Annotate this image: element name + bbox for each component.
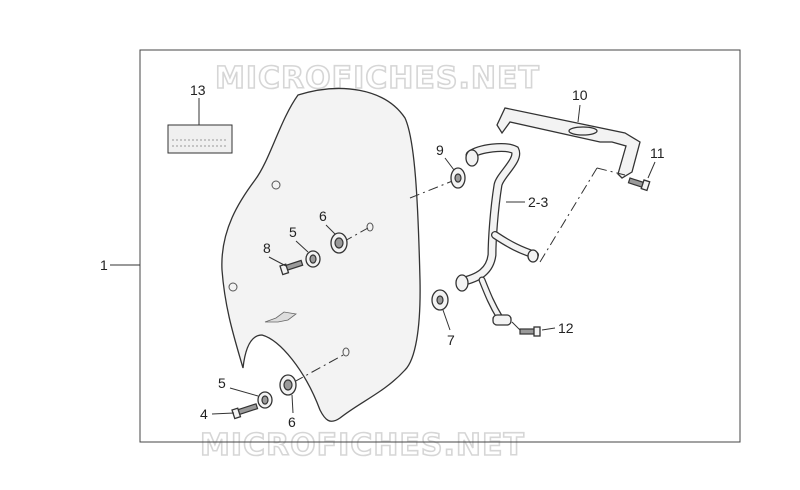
bolt-11 (627, 177, 651, 192)
callout-2-3: 2-3 (528, 194, 548, 210)
windscreen (221, 87, 421, 422)
callout-13: 13 (190, 82, 206, 98)
eagle-logo-icon (264, 311, 297, 323)
callout-10: 10 (572, 87, 588, 103)
rubber-washer-7-bore (436, 295, 444, 305)
bolt-12 (519, 326, 541, 337)
callout-8: 8 (263, 240, 271, 256)
bushing-lower-bore (261, 395, 269, 405)
rubber-washer-9-bore (454, 173, 462, 183)
leader-11 (647, 161, 656, 179)
leader-10 (577, 104, 581, 123)
axis-bolt-12 (511, 321, 521, 331)
rubber-mount-upper-bore (334, 237, 344, 249)
watermark-bottom: MICROFICHES.NET (200, 428, 525, 463)
callout-9: 9 (436, 142, 444, 158)
windscreen-hole-bottom (342, 347, 350, 357)
leader-5-bottom (229, 387, 259, 397)
callout-6-top: 6 (319, 208, 327, 224)
bolt-upper (279, 259, 304, 276)
leader-6-top (325, 224, 336, 235)
leader-9 (444, 157, 455, 171)
decal-sticker (167, 124, 233, 154)
axis-bracket-link (539, 167, 598, 263)
leader-8 (268, 256, 287, 267)
callout-5-bottom: 5 (218, 375, 226, 391)
bolt-lower (231, 403, 259, 420)
kit-frame (139, 49, 741, 443)
leader-4 (211, 412, 235, 415)
windscreen-hole-left (228, 282, 238, 292)
upper-bracket (496, 107, 641, 179)
axis-washer-9 (409, 179, 456, 199)
callout-7: 7 (447, 332, 455, 348)
callout-4: 4 (200, 406, 208, 422)
axis-lower-fastener (293, 353, 346, 383)
axis-bolt-11 (596, 167, 626, 176)
bushing-upper-bore (309, 254, 317, 264)
upper-bracket-slot (568, 126, 598, 136)
windscreen-hole-upper-left (271, 180, 281, 190)
leader-7 (442, 309, 451, 331)
callout-11: 11 (650, 145, 665, 161)
callout-1: 1 (100, 257, 108, 273)
rubber-mount-lower-bore (283, 379, 293, 391)
windscreen-hole-right (366, 222, 374, 232)
leader-12 (541, 327, 556, 331)
callout-5-top: 5 (289, 224, 297, 240)
watermark-top: MICROFICHES.NET (215, 61, 540, 96)
mounting-bracket (455, 143, 539, 326)
callout-6-bottom: 6 (288, 414, 296, 430)
leader-6-bottom (291, 394, 294, 414)
callout-12: 12 (558, 320, 574, 336)
leader-5-top (295, 240, 309, 253)
